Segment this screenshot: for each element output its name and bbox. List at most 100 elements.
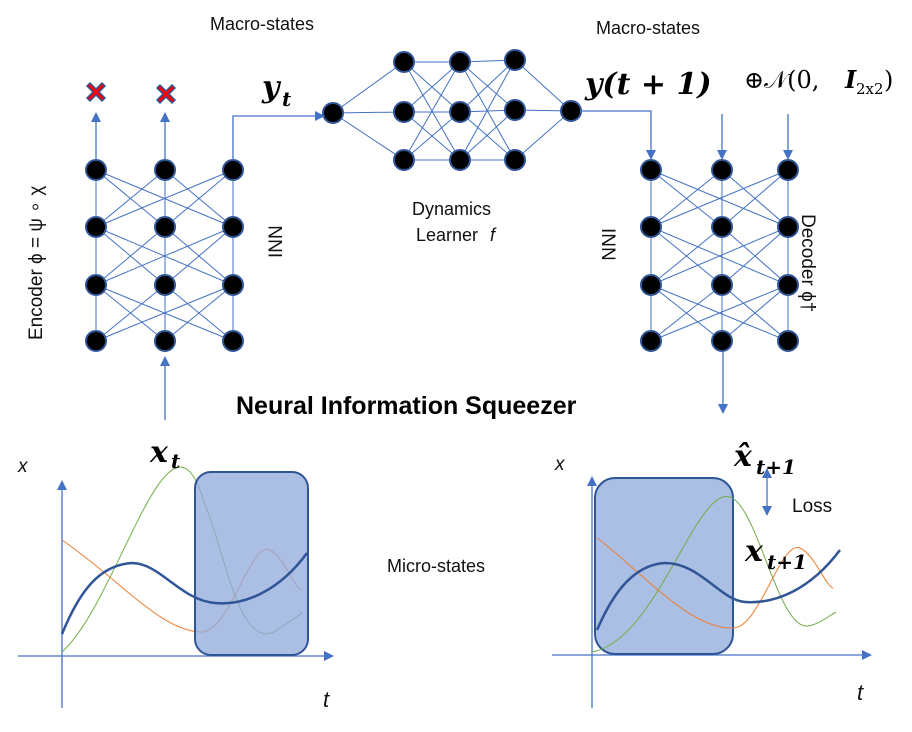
x-hat-subscript: t+1 bbox=[756, 455, 796, 479]
encoder-node bbox=[154, 159, 176, 181]
encoder-node bbox=[154, 274, 176, 296]
noise-subscript: 2x2 bbox=[856, 80, 884, 98]
x-t-plus-1-label: x t+1 bbox=[744, 534, 807, 574]
noise-close: ) bbox=[884, 66, 893, 94]
y-t-symbol: y bbox=[261, 70, 282, 105]
encoder-edge bbox=[164, 226, 234, 286]
decoder-edge bbox=[650, 226, 723, 286]
dynamics-node bbox=[393, 51, 415, 73]
encoder-node bbox=[85, 274, 107, 296]
decoder-edge bbox=[721, 226, 789, 286]
x-hat-label: x̂ t+1 bbox=[733, 439, 796, 479]
decoder-node bbox=[777, 159, 799, 181]
decoder-node bbox=[640, 330, 662, 352]
decoder-node bbox=[640, 159, 662, 181]
dynamics-edge bbox=[514, 110, 572, 161]
encoder-network bbox=[85, 159, 244, 352]
left-curve-main bbox=[60, 552, 309, 635]
encoder-edge bbox=[95, 169, 166, 228]
decoder-edge bbox=[721, 169, 789, 228]
dynamics-node bbox=[504, 49, 526, 71]
dynamics-node bbox=[322, 102, 344, 124]
micro-state-plot-left: x t x t bbox=[17, 435, 334, 712]
x-t-subscript: t bbox=[171, 449, 181, 473]
dynamics-edge bbox=[403, 61, 461, 161]
y-t-subscript: t bbox=[282, 87, 292, 111]
encoder-node bbox=[154, 330, 176, 352]
dynamics-node bbox=[560, 100, 582, 122]
encoder-edge bbox=[164, 169, 234, 228]
decoder-node bbox=[640, 216, 662, 238]
dynamics-edge bbox=[459, 59, 516, 113]
encoder-edge bbox=[95, 226, 166, 286]
encoder-node bbox=[222, 330, 244, 352]
decoder-node bbox=[777, 274, 799, 296]
encoder-node bbox=[85, 216, 107, 238]
macro-states-label-left: Macro-states bbox=[210, 14, 314, 34]
encoder-node bbox=[85, 330, 107, 352]
discard-marker-1 bbox=[85, 81, 107, 103]
dynamics-node bbox=[449, 149, 471, 171]
decoder-edge bbox=[650, 169, 789, 228]
dynamics-node bbox=[504, 149, 526, 171]
dynamics-edge bbox=[332, 61, 405, 114]
noise-identity: I bbox=[844, 65, 857, 94]
dynamics-edge bbox=[514, 59, 572, 112]
right-curve-green bbox=[591, 496, 837, 653]
discard-marker-2 bbox=[155, 83, 177, 105]
decoder-label: Decoder ϕ† bbox=[797, 214, 818, 312]
decoder-network bbox=[640, 159, 799, 352]
encoder-node bbox=[85, 159, 107, 181]
dynamics-node bbox=[449, 101, 471, 123]
decoder-edge bbox=[650, 226, 789, 286]
encoder-to-dynamics-arrow bbox=[232, 111, 325, 160]
decoder-node bbox=[777, 216, 799, 238]
dynamics-label-line2: Learner f bbox=[416, 225, 497, 245]
inn-label-right: INN bbox=[597, 228, 618, 261]
dynamics-edge bbox=[332, 112, 405, 161]
left-plot-x-label: x bbox=[17, 456, 29, 477]
decoder-node bbox=[711, 330, 733, 352]
noise-text: ⊕𝒩(0, bbox=[744, 66, 819, 94]
dynamics-edge bbox=[459, 109, 516, 161]
decoder-edge bbox=[650, 284, 723, 342]
micro-state-plot-right: x t x̂ t+1 Loss x t+1 bbox=[552, 439, 872, 708]
x-t-plus-1-subscript: t+1 bbox=[767, 550, 807, 574]
dynamics-learner-text: Learner bbox=[416, 225, 478, 245]
dynamics-edge bbox=[459, 59, 516, 161]
dynamics-label-line1: Dynamics bbox=[412, 199, 491, 219]
micro-states-label: Micro-states bbox=[387, 556, 485, 576]
dynamics-node bbox=[393, 149, 415, 171]
encoder-node bbox=[222, 216, 244, 238]
dynamics-edge bbox=[403, 61, 461, 113]
decoder-edge bbox=[650, 284, 789, 342]
diagram-title: Neural Information Squeezer bbox=[236, 392, 577, 420]
encoder-edge bbox=[95, 284, 234, 342]
right-curve-orange bbox=[596, 537, 834, 629]
inn-label-left: INN bbox=[266, 225, 287, 258]
dynamics-f-symbol: f bbox=[490, 225, 497, 245]
encoder-edge bbox=[95, 169, 234, 228]
right-plot-x-label: x bbox=[554, 454, 566, 475]
decoder-node bbox=[711, 216, 733, 238]
x-t-plus-1-symbol: x bbox=[744, 534, 764, 569]
encoder-node bbox=[222, 274, 244, 296]
decoder-node bbox=[777, 330, 799, 352]
dynamics-learner-network bbox=[322, 49, 582, 171]
decoder-node bbox=[711, 159, 733, 181]
decoder-edge bbox=[650, 169, 723, 228]
dynamics-edge bbox=[332, 111, 405, 114]
left-observation-window bbox=[194, 471, 309, 656]
encoder-node bbox=[222, 159, 244, 181]
dynamics-to-decoder-arrow bbox=[580, 110, 656, 160]
decoder-node bbox=[640, 274, 662, 296]
right-curve-main bbox=[595, 549, 841, 631]
right-plot-t-label: t bbox=[857, 680, 864, 705]
y-t-label: y t bbox=[261, 70, 292, 111]
dynamics-node bbox=[393, 101, 415, 123]
encoder-edge bbox=[95, 284, 166, 342]
x-t-symbol: x bbox=[149, 435, 169, 470]
noise-label: ⊕𝒩(0, I 2x2 ) bbox=[744, 65, 893, 98]
x-hat-symbol: x̂ bbox=[733, 439, 753, 474]
